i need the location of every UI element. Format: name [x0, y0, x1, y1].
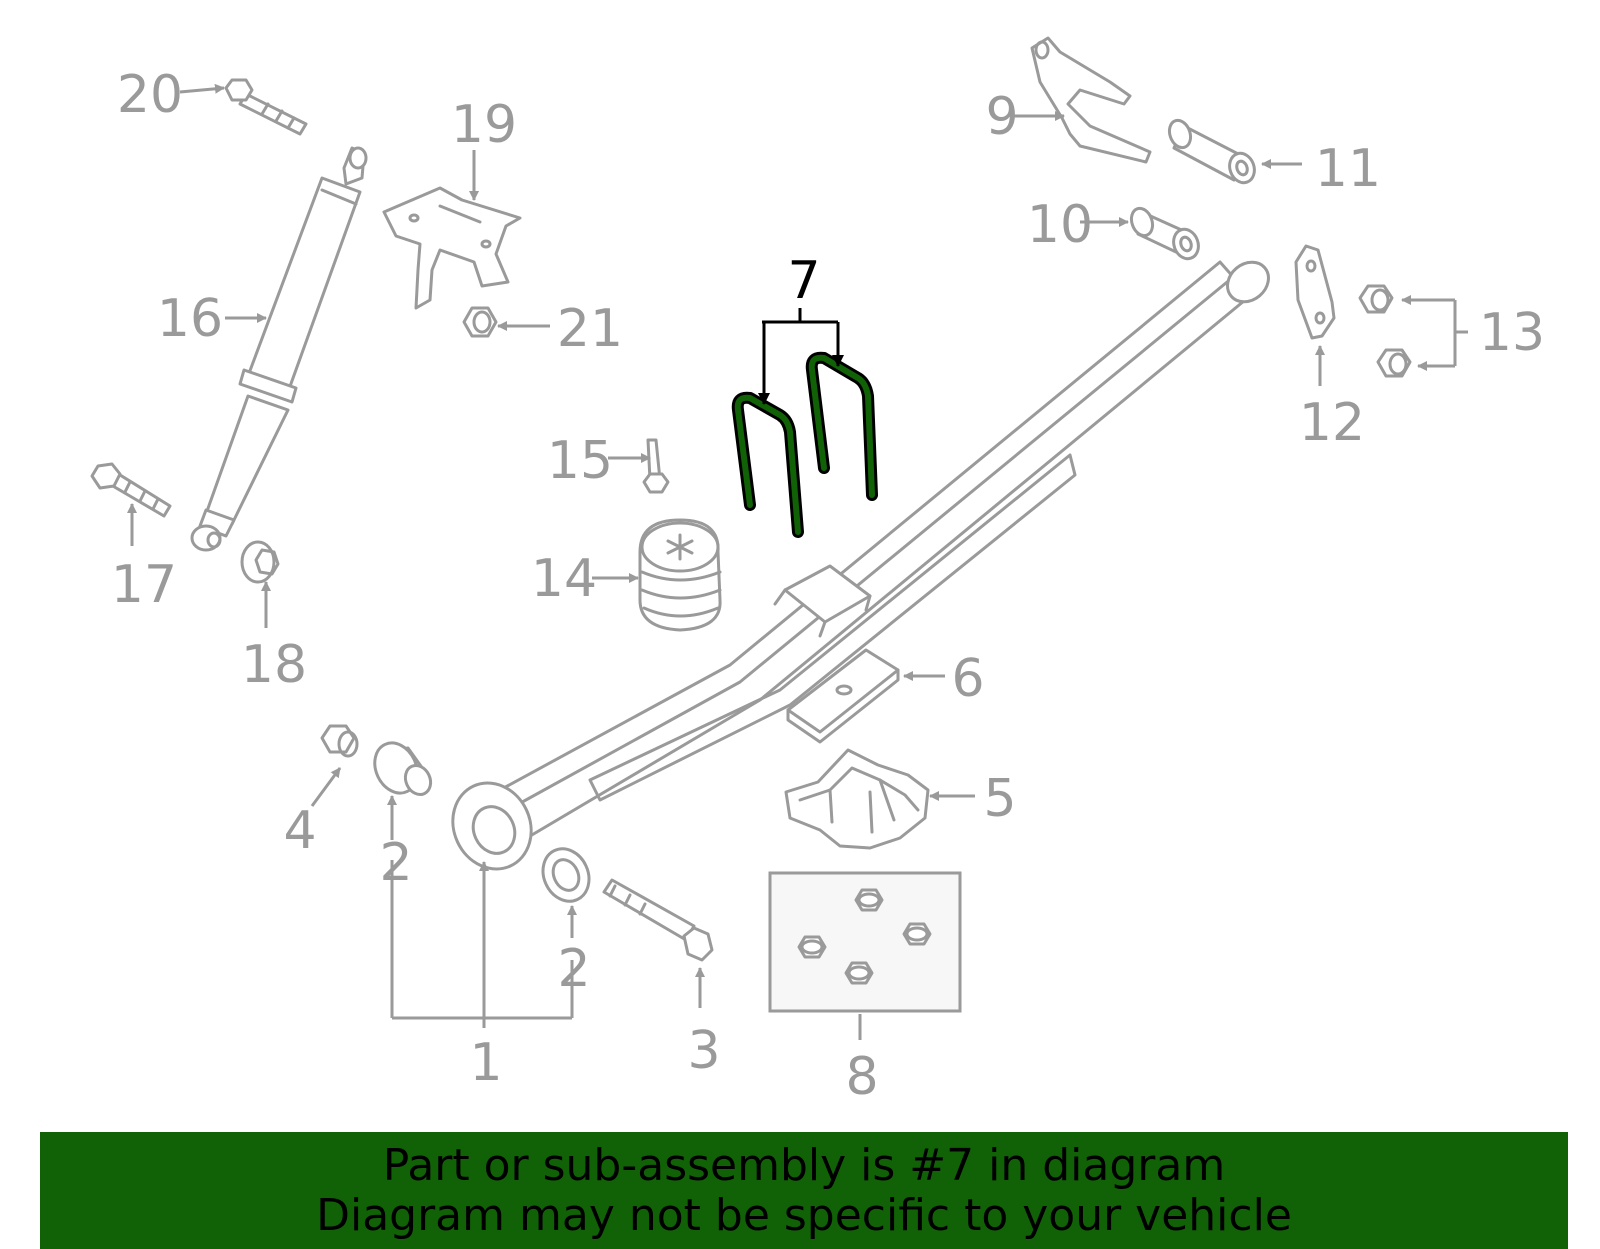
callout-2a: 2	[379, 833, 412, 893]
callout-3: 3	[687, 1021, 720, 1081]
shackle-part[interactable]	[1030, 36, 1152, 164]
callout-13: 13	[1479, 303, 1545, 363]
nut-kit-part[interactable]	[768, 871, 962, 1013]
callout-5: 5	[983, 769, 1016, 829]
nut-part-13-upper[interactable]	[1358, 284, 1394, 314]
callout-16: 16	[157, 289, 223, 349]
nut-part-13-lower[interactable]	[1376, 348, 1412, 378]
banner-line-1: Part or sub-assembly is #7 in diagram	[382, 1139, 1226, 1191]
info-banner: Part or sub-assembly is #7 in diagram Di…	[40, 1132, 1568, 1249]
leader-lines	[127, 83, 1468, 1040]
shock-absorber-part[interactable]	[190, 146, 368, 552]
callout-19: 19	[451, 95, 517, 155]
leaf-spring-part[interactable]	[439, 254, 1276, 882]
shock-bracket-part[interactable]	[382, 186, 522, 310]
nut-part-21[interactable]	[462, 306, 498, 338]
spring-bolt-part[interactable]	[602, 878, 714, 962]
bolt-part-17[interactable]	[90, 462, 172, 518]
callout-11: 11	[1315, 139, 1381, 199]
callout-labels: 1 2 2 3 4 5 6 7 8 9 10 11 12 13 14 15 16…	[111, 65, 1545, 1107]
nut-part-18[interactable]	[240, 540, 280, 584]
u-bolt-part-highlighted[interactable]	[731, 351, 878, 538]
callout-21: 21	[557, 299, 623, 359]
callout-9: 9	[985, 87, 1018, 147]
parts-diagram: 1 2 2 3 4 5 6 7 8 9 10 11 12 13 14 15 16…	[90, 36, 1545, 1107]
callout-17: 17	[111, 555, 177, 615]
callout-12: 12	[1299, 393, 1365, 453]
callout-8: 8	[845, 1047, 878, 1107]
callout-20: 20	[117, 65, 183, 125]
callout-7: 7	[787, 251, 820, 311]
banner-line-2: Diagram may not be specific to your vehi…	[316, 1189, 1292, 1241]
shackle-plate-part[interactable]	[1294, 244, 1336, 340]
callout-18: 18	[241, 635, 307, 695]
callout-10: 10	[1027, 195, 1093, 255]
bushing-part-b[interactable]	[535, 841, 598, 909]
jounce-bumper-part[interactable]	[638, 518, 722, 632]
callout-14: 14	[531, 549, 597, 609]
bolt-part-15[interactable]	[642, 438, 670, 494]
callout-15: 15	[547, 431, 613, 491]
callout-1: 1	[469, 1033, 502, 1093]
nut-part-4[interactable]	[320, 724, 359, 758]
bushing-part-a[interactable]	[367, 736, 435, 800]
spring-spacer-part[interactable]	[784, 748, 930, 850]
callout-4: 4	[283, 801, 316, 861]
callout-2b: 2	[557, 939, 590, 999]
callout-6: 6	[951, 649, 984, 709]
pin-part-10[interactable]	[1128, 205, 1203, 262]
pin-part-11[interactable]	[1166, 117, 1259, 186]
bolt-part-20[interactable]	[224, 78, 308, 136]
spring-plate-part[interactable]	[786, 648, 900, 744]
